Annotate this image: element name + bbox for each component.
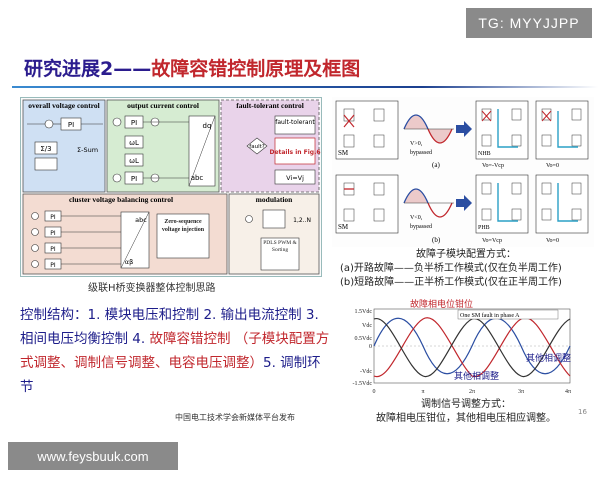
pdls-label: PDLS PWM & Sorting xyxy=(263,240,297,253)
svg-text:PI: PI xyxy=(68,121,74,129)
ytick-2: 0.5Vdc xyxy=(355,336,373,342)
fault-config-panel: SM V>0, bypassed NHB Vo=-Vcp Vo=0 (a) xyxy=(332,97,594,247)
svg-text:ωL: ωL xyxy=(129,139,139,147)
svg-text:PI: PI xyxy=(50,246,56,253)
svg-text:ωL: ωL xyxy=(129,157,139,165)
body-seg2: 故障容错控制 （子模块配置方式调整、调制信号调整、电容电压调整） xyxy=(20,331,330,371)
svg-text:V>0,: V>0, xyxy=(410,141,423,147)
svg-text:PI: PI xyxy=(50,214,56,221)
modulation-waveform-panel: 1.5Vdc Vdc 0.5Vdc 0 -Vdc -1.5Vdc 0 π 2π … xyxy=(340,298,592,399)
svg-text:V<0,: V<0, xyxy=(410,215,423,221)
svg-text:PI: PI xyxy=(50,230,56,237)
svg-text:PHB: PHB xyxy=(478,225,490,231)
svg-text:Details in Fig.6: Details in Fig.6 xyxy=(269,149,320,156)
fault-caption-title: 故障子模块配置方式： xyxy=(416,249,516,260)
ytick-1: Vdc xyxy=(362,323,372,329)
ytick-5: -1.5Vdc xyxy=(353,381,373,387)
mod-caption-body: 故障相电压钳位，其他相电压相应调整。 xyxy=(376,413,556,424)
svg-text:PI: PI xyxy=(131,175,137,183)
annot-adjust-bottom: 其他相调整 xyxy=(454,370,499,382)
svg-text:PI: PI xyxy=(50,262,56,269)
wave-phase-b xyxy=(373,317,571,377)
fault-config-caption: 故障子模块配置方式： (a)开路故障——负半桥工作模式(仅在负半周工作) (b)… xyxy=(340,248,592,290)
control-block-diagram: overall voltage control output current c… xyxy=(20,97,322,277)
annot-clamp: 故障相电位钳位 xyxy=(410,299,473,310)
slide-title: 研究进展2——故障容错控制原理及框图 xyxy=(24,54,360,81)
zero-seq-label: Zero-sequence voltage injection xyxy=(161,219,205,233)
hd-fault: fault-tolerant control xyxy=(236,101,304,110)
title-part1: 研究进展2—— xyxy=(24,58,152,80)
ytick-4: -Vdc xyxy=(360,369,372,375)
hd-voltage: overall voltage control xyxy=(28,101,100,110)
source-credit: 中国电工技术学会新媒体平台发布 xyxy=(175,413,295,422)
svg-text:Vo=Vcp: Vo=Vcp xyxy=(482,238,502,244)
ytick-0: 1.5Vdc xyxy=(355,309,373,315)
annot-adjust-right: 其他相调整 xyxy=(526,352,571,364)
hd-modulation: modulation xyxy=(256,195,294,204)
svg-text:(b): (b) xyxy=(432,236,441,244)
wave-legend: One SM fault in phase A xyxy=(460,312,520,319)
xtick-1: π xyxy=(421,389,424,395)
svg-text:αβ: αβ xyxy=(125,258,133,266)
hd-balance: cluster voltage balancing control xyxy=(69,195,173,204)
svg-text:Vo=-Vcp: Vo=-Vcp xyxy=(482,163,504,169)
body-seg3: 5. 调制环节 xyxy=(20,355,321,395)
svg-text:(a): (a) xyxy=(432,161,440,169)
svg-text:dq: dq xyxy=(203,122,212,130)
xtick-3: 3π xyxy=(518,389,524,395)
svg-text:fault-tolerant: fault-tolerant xyxy=(275,119,315,126)
diagram-svg: overall voltage control output current c… xyxy=(22,99,321,275)
wave-phase-a xyxy=(373,317,571,375)
body-seg1: 控制结构：1. 模块电压和控制 2. 输出电流控制 3.相间电压均衡控制 4. xyxy=(20,307,319,347)
svg-text:Σ/3: Σ/3 xyxy=(40,145,51,153)
fault-svg: SM V>0, bypassed NHB Vo=-Vcp Vo=0 (a) xyxy=(335,100,589,244)
modulation-caption: 调制信号调整方式： 故障相电压钳位，其他相电压相应调整。 xyxy=(340,398,592,426)
page-number: 16 xyxy=(578,408,587,416)
xtick-0: 0 xyxy=(373,389,376,395)
svg-text:SM: SM xyxy=(338,149,349,157)
svg-text:abc: abc xyxy=(191,174,204,182)
svg-text:bypassed: bypassed xyxy=(410,224,432,230)
svg-text:abc: abc xyxy=(135,216,147,224)
svg-text:Vo=0: Vo=0 xyxy=(546,163,559,169)
fault-caption-line1: (a)开路故障——负半桥工作模式(仅在负半周工作) xyxy=(340,263,562,274)
svg-text:bypassed: bypassed xyxy=(410,150,432,156)
svg-text:PI: PI xyxy=(131,119,137,127)
ytick-3: 0 xyxy=(369,344,372,350)
svg-text:fault?: fault? xyxy=(249,144,264,150)
watermark-top: TG: MYYJJPP xyxy=(466,8,592,38)
xtick-2: 2π xyxy=(469,389,475,395)
svg-text:NHB: NHB xyxy=(478,151,491,157)
title-rule xyxy=(12,86,598,88)
control-structure-text: 控制结构：1. 模块电压和控制 2. 输出电流控制 3.相间电压均衡控制 4. … xyxy=(20,303,332,399)
title-part2: 故障容错控制原理及框图 xyxy=(151,58,361,80)
xtick-4: 4π xyxy=(565,389,571,395)
svg-text:Σ-Sum: Σ-Sum xyxy=(77,146,98,154)
watermark-bottom: www.feysbuuk.com xyxy=(8,442,178,470)
svg-text:SM: SM xyxy=(338,223,349,231)
mod-caption-title: 调制信号调整方式： xyxy=(421,399,511,410)
svg-text:Vi=Vj: Vi=Vj xyxy=(286,174,304,182)
waveform-svg: 1.5Vdc Vdc 0.5Vdc 0 -Vdc -1.5Vdc 0 π 2π … xyxy=(353,298,572,395)
hd-current: output current control xyxy=(127,101,199,110)
fault-caption-line2: (b)短路故障——正半桥工作模式(仅在正半周工作) xyxy=(340,277,562,288)
diagram-caption: 级联H桥变换器整体控制思路 xyxy=(88,283,216,294)
svg-text:Vo=0: Vo=0 xyxy=(546,238,559,244)
svg-text:1,2..N: 1,2..N xyxy=(293,217,311,224)
